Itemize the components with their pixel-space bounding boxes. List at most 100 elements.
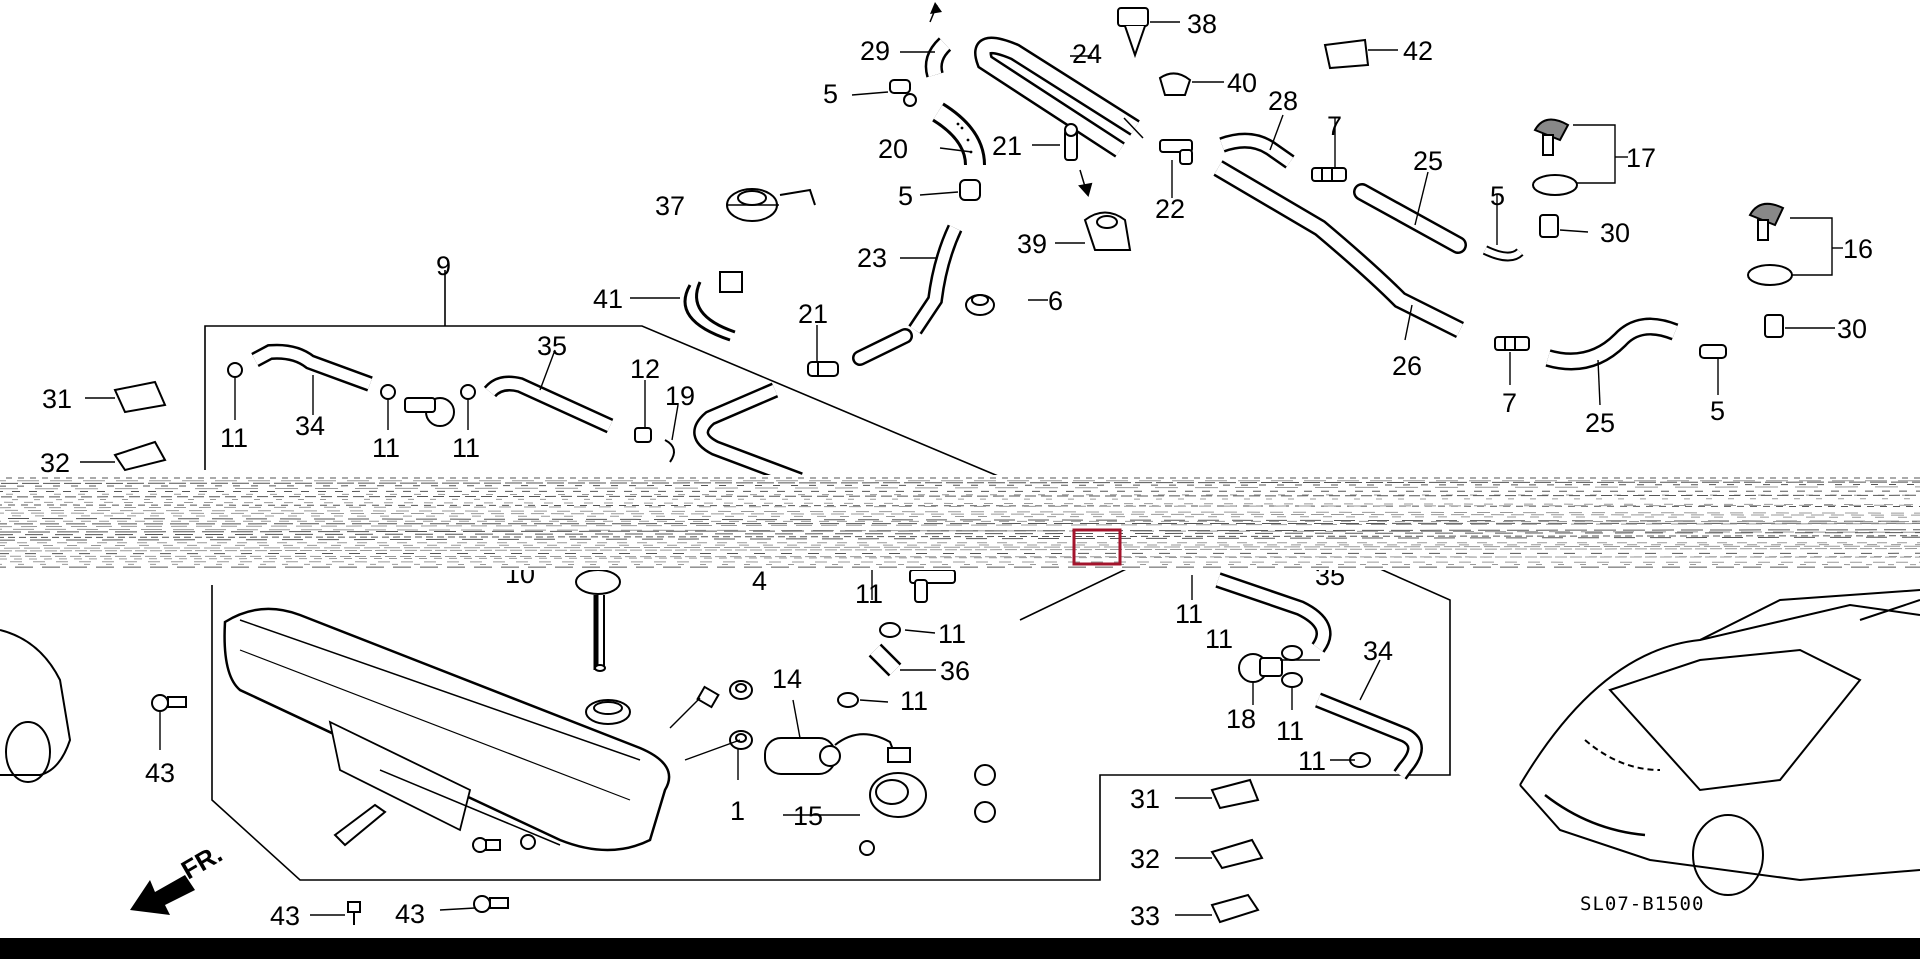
label-21b: 21 [798,299,828,329]
label-30a: 30 [1600,218,1630,248]
label-16: 16 [1843,234,1873,264]
label-12: 12 [630,354,660,384]
label-31b: 31 [1130,784,1160,814]
label-20: 20 [878,134,908,164]
noise-line [0,536,1920,541]
label-11h: 11 [1205,624,1233,654]
hose-34-lower [1315,692,1423,780]
hose-23-lower [852,328,913,366]
hose-35-lower [1215,572,1332,653]
connector-31-upper [113,380,167,414]
label-29: 29 [860,36,890,66]
label-36: 36 [940,656,970,686]
pump-18-lower [1238,653,1283,683]
hose-20 [931,102,986,166]
noise-line [0,481,1920,484]
hose-24 [974,36,1144,158]
label-6: 6 [1048,286,1063,316]
filler-neck-10 [575,569,621,672]
label-43b: 43 [270,901,300,931]
label-30b: 30 [1837,314,1867,344]
label-11a: 11 [220,423,248,453]
label-11g: 11 [1175,599,1203,629]
group-box-9 [204,270,999,477]
pump-upper-18 [404,397,455,427]
clamps-11-upper [227,362,476,400]
label-40: 40 [1227,68,1257,98]
label-11d: 11 [855,579,883,609]
check-valve-21-upper [1064,123,1093,198]
noise-line [0,523,1920,528]
grommet-6 [965,294,995,316]
label-43a: 43 [145,758,175,788]
label-37: 37 [655,191,685,221]
joint-12 [634,427,652,443]
label-1: 1 [730,796,745,826]
label-11e: 11 [938,619,966,649]
noise-line [0,515,1920,518]
label-11c: 11 [452,433,480,463]
filler-cap [585,699,631,725]
clamp-40 [1158,72,1192,96]
label-4: 4 [752,566,767,596]
noise-line [0,504,1920,509]
bracket-42 [1323,38,1370,70]
noise-line [0,529,1920,533]
scan-noise-band [0,475,1920,570]
check-valve-21-lower [807,361,839,377]
noise-line [0,486,1920,490]
leader-lines [80,21,1843,916]
front-arrow-icon [130,875,195,915]
grommet-top-reservoir [696,680,753,709]
label-34b: 34 [1363,636,1393,666]
label-5b: 5 [898,181,913,211]
hose-joint-5-upper [889,79,917,107]
hose-35-upper [483,375,614,434]
bracket-lower-left [333,803,387,847]
label-25a: 25 [1413,146,1443,176]
t-joint-lower [909,569,956,603]
label-5d: 5 [1710,396,1725,426]
bottom-bar [0,938,1920,959]
hose-36 [868,643,902,677]
diagram-code: SL07-B1500 [1580,893,1704,915]
connector-31-lower [1210,778,1260,810]
clip-19 [664,439,675,463]
elbow-5-lower [1699,344,1727,359]
hose-25-lower [1545,317,1679,371]
label-11b: 11 [372,433,400,463]
label-39: 39 [1017,229,1047,259]
label-22: 22 [1155,194,1185,224]
noise-line [0,548,1920,552]
label-34a: 34 [295,411,325,441]
label-18: 18 [1226,704,1256,734]
label-25b: 25 [1585,408,1615,438]
noise-line [0,535,1920,538]
label-7b: 7 [1502,388,1517,418]
noise-line [0,498,1920,501]
label-41: 41 [593,284,623,314]
t-joint-22 [1159,139,1193,165]
label-19: 19 [665,381,695,411]
hose-34-upper [251,343,373,392]
label-14: 14 [772,664,802,694]
label-32a: 32 [40,448,70,478]
holder-32-upper [113,440,167,472]
noise-line [0,504,1920,508]
clip-38 [1117,7,1149,59]
car-silhouette-left [0,629,72,783]
hose-joint-5-mid [959,179,981,201]
label-31a: 31 [42,384,72,414]
joint-7-upper [1311,167,1347,182]
label-11f: 11 [900,686,928,716]
label-33: 33 [1130,901,1160,931]
washer-nozzle-17 [1532,118,1578,196]
noise-line [0,518,1920,522]
grommet-1 [729,730,753,750]
noise-line [0,532,1920,536]
hose-26 [1213,160,1465,339]
hose-25-upper [1353,183,1467,254]
part-labels: 29 5 20 5 23 21 24 38 40 42 22 39 6 28 7… [40,9,1873,931]
label-26: 26 [1392,351,1422,381]
